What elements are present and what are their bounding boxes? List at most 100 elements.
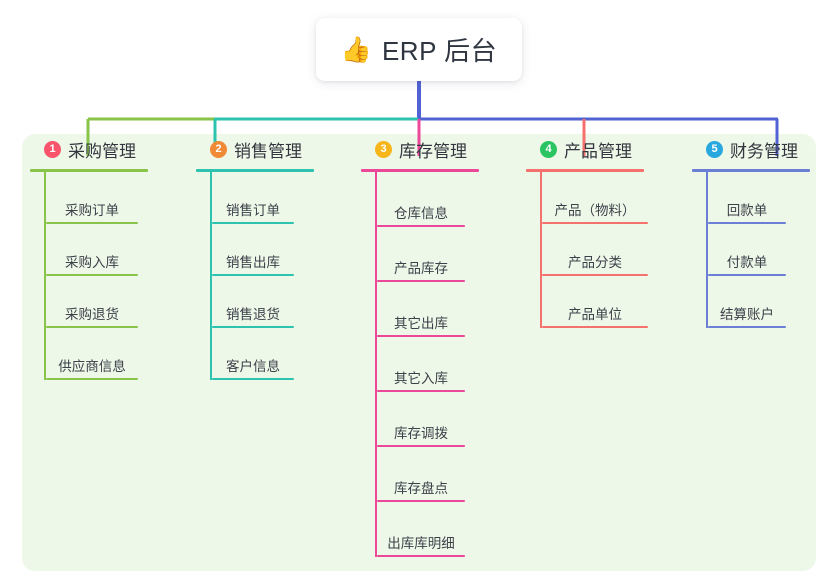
- branch-header-5[interactable]: 5 财务管理: [692, 134, 820, 164]
- leaf-underline: [377, 445, 465, 447]
- branch-title-4: 产品管理: [564, 141, 632, 161]
- leaf-item[interactable]: 采购订单: [46, 172, 138, 224]
- leaf-item[interactable]: 销售退货: [212, 276, 294, 328]
- leaf-label: 产品单位: [568, 307, 622, 322]
- leaf-label: 产品（物料）: [554, 203, 636, 218]
- branch-badge-4: 4: [540, 140, 557, 158]
- leaf-item[interactable]: 客户信息: [212, 328, 294, 380]
- leaf-item[interactable]: 采购退货: [46, 276, 138, 328]
- leaf-item[interactable]: 库存盘点: [377, 447, 465, 502]
- branch-header-4[interactable]: 4 产品管理: [526, 134, 678, 164]
- leaf-underline: [542, 274, 648, 276]
- branch-spine-5: [706, 172, 708, 328]
- leaf-item[interactable]: 销售出库: [212, 224, 294, 276]
- branch-column-1: 1 采购管理采购订单采购入库采购退货供应商信息: [30, 134, 178, 380]
- leaf-label: 销售退货: [226, 307, 280, 322]
- branch-badge-2: 2: [210, 140, 227, 158]
- leaf-underline: [46, 222, 138, 224]
- leaf-item[interactable]: 回款单: [708, 172, 786, 224]
- leaf-label: 仓库信息: [394, 206, 448, 221]
- branch-underline-4: [526, 169, 644, 172]
- leaf-item[interactable]: 产品（物料）: [542, 172, 648, 224]
- leaf-underline: [46, 378, 138, 380]
- leaf-underline: [46, 326, 138, 328]
- branch-underline-5: [692, 169, 810, 172]
- branch-header-3[interactable]: 3 库存管理: [361, 134, 509, 164]
- leaf-underline: [377, 555, 465, 557]
- leaf-label: 销售出库: [226, 255, 280, 270]
- leaf-underline: [542, 326, 648, 328]
- leaf-label: 回款单: [726, 203, 768, 218]
- leaf-item[interactable]: 产品库存: [377, 227, 465, 282]
- branch-badge-5: 5: [706, 140, 723, 158]
- leaf-label: 供应商信息: [58, 359, 126, 374]
- leaf-label: 其它入库: [394, 371, 448, 386]
- leaf-label: 产品分类: [568, 255, 622, 270]
- leaf-underline: [377, 225, 465, 227]
- leaf-underline: [377, 500, 465, 502]
- leaf-label: 付款单: [726, 255, 768, 270]
- leaf-label: 出库库明细: [387, 536, 455, 551]
- leaf-item[interactable]: 供应商信息: [46, 328, 138, 380]
- branch-underline-2: [196, 169, 314, 172]
- leaf-label: 产品库存: [394, 261, 448, 276]
- thumbs-up-icon: 👍: [340, 36, 372, 64]
- branch-header-2[interactable]: 2 销售管理: [196, 134, 344, 164]
- leaf-label: 销售订单: [226, 203, 280, 218]
- root-node[interactable]: 👍 ERP 后台: [316, 18, 522, 81]
- branch-items-3: 仓库信息产品库存其它出库其它入库库存调拨库存盘点出库库明细: [361, 172, 509, 557]
- leaf-underline: [377, 390, 465, 392]
- branch-column-3: 3 库存管理仓库信息产品库存其它出库其它入库库存调拨库存盘点出库库明细: [361, 134, 509, 557]
- root-title: ERP 后台: [381, 36, 498, 66]
- branch-column-4: 4 产品管理产品（物料） 产品分类产品单位: [526, 134, 678, 328]
- branch-items-5: 回款单付款单结算账户: [692, 172, 820, 328]
- leaf-item[interactable]: 销售订单: [212, 172, 294, 224]
- branch-items-4: 产品（物料） 产品分类产品单位: [526, 172, 678, 328]
- leaf-item[interactable]: 结算账户: [708, 276, 786, 328]
- leaf-underline: [212, 326, 294, 328]
- branch-items-1: 采购订单采购入库采购退货供应商信息: [30, 172, 178, 380]
- leaf-underline: [212, 274, 294, 276]
- leaf-underline: [212, 378, 294, 380]
- leaf-label: 库存盘点: [394, 481, 448, 496]
- content-panel: [22, 134, 816, 571]
- branch-spine-1: [44, 172, 46, 380]
- leaf-item[interactable]: 其它入库: [377, 337, 465, 392]
- branch-title-1: 采购管理: [68, 141, 136, 161]
- branch-underline-1: [30, 169, 148, 172]
- leaf-underline: [377, 335, 465, 337]
- leaf-item[interactable]: 仓库信息: [377, 172, 465, 227]
- branch-spine-2: [210, 172, 212, 380]
- leaf-item[interactable]: 库存调拨: [377, 392, 465, 447]
- leaf-underline: [708, 222, 786, 224]
- leaf-item[interactable]: 付款单: [708, 224, 786, 276]
- leaf-label: 采购订单: [65, 203, 119, 218]
- branch-badge-1: 1: [44, 140, 61, 158]
- leaf-label: 采购退货: [65, 307, 119, 322]
- branch-title-5: 财务管理: [730, 141, 798, 161]
- leaf-item[interactable]: 产品单位: [542, 276, 648, 328]
- branch-badge-3: 3: [375, 140, 392, 158]
- leaf-underline: [542, 222, 648, 224]
- branch-spine-4: [540, 172, 542, 328]
- leaf-label: 客户信息: [226, 359, 280, 374]
- leaf-item[interactable]: 采购入库: [46, 224, 138, 276]
- branch-items-2: 销售订单销售出库销售退货客户信息: [196, 172, 344, 380]
- leaf-item[interactable]: 出库库明细: [377, 502, 465, 557]
- leaf-underline: [708, 326, 786, 328]
- branch-underline-3: [361, 169, 479, 172]
- leaf-underline: [708, 274, 786, 276]
- leaf-underline: [46, 274, 138, 276]
- branch-title-3: 库存管理: [399, 141, 467, 161]
- branch-column-2: 2 销售管理销售订单销售出库销售退货客户信息: [196, 134, 344, 380]
- branch-title-2: 销售管理: [234, 141, 302, 161]
- branch-header-1[interactable]: 1 采购管理: [30, 134, 178, 164]
- branch-columns: 1 采购管理采购订单采购入库采购退货供应商信息 2 销售管理销售订单销售出库销售退货客…: [0, 134, 839, 571]
- branch-column-5: 5 财务管理回款单付款单结算账户: [692, 134, 820, 328]
- leaf-underline: [212, 222, 294, 224]
- leaf-underline: [377, 280, 465, 282]
- leaf-item[interactable]: 其它出库: [377, 282, 465, 337]
- leaf-label: 结算账户: [720, 307, 774, 322]
- leaf-item[interactable]: 产品分类: [542, 224, 648, 276]
